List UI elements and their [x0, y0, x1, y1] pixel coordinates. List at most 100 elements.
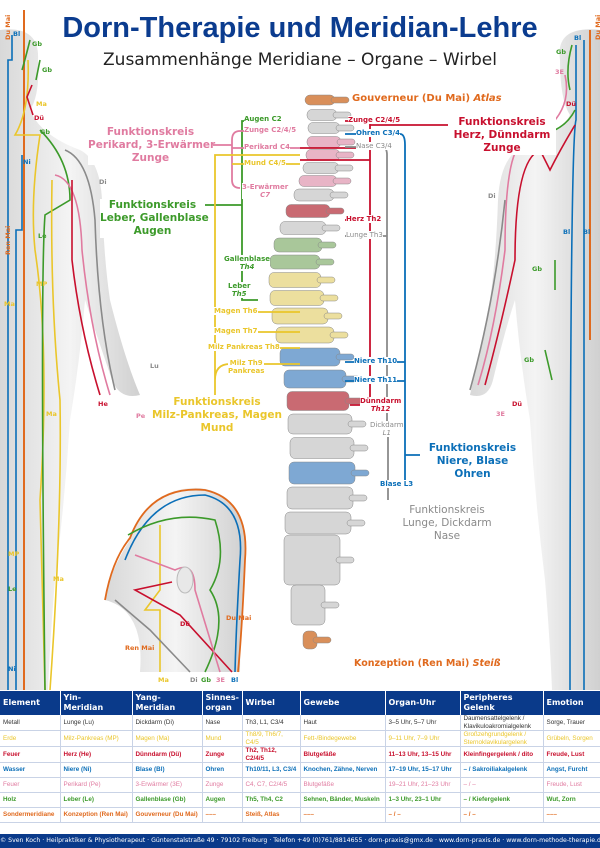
table-cell: 9–11 Uhr, 7–9 Uhr — [385, 730, 461, 747]
meridian-label-back: Gb — [524, 356, 534, 364]
label-dickdarm-vertebra: L1 — [382, 429, 391, 437]
table-cell: Blutgefäße — [300, 746, 386, 763]
meridian-label-front: Bl — [13, 30, 21, 38]
table-cell: Feuer — [0, 746, 61, 763]
table-cell: Feuer — [0, 777, 61, 793]
meridian-label-back: 3E — [555, 68, 564, 76]
label-milz-th9-text: Milz Th9 — [229, 359, 263, 367]
vertebra — [268, 272, 322, 288]
meridian-label-back: Di — [488, 192, 496, 200]
meridian-label-front: Ma — [36, 100, 47, 108]
label-gouverneur-text: Gouverneur (Du Mai) — [352, 93, 471, 104]
meridian-label-front: Ni — [8, 665, 16, 673]
label-gallenblase-vertebra: Th4 — [239, 263, 255, 271]
fk-heading: Funktionskreis — [409, 504, 485, 516]
table-cell: ––– — [300, 807, 386, 823]
fk-heading: Funktionskreis — [173, 396, 261, 408]
fk-organs: Herz, Dünndarm — [453, 129, 551, 141]
label-gouverneur: Gouverneur (Du Mai) Atlas — [352, 93, 502, 104]
vertebra — [288, 461, 356, 485]
label-leber-vertebra: Th5 — [231, 290, 247, 298]
column-header: Yin- Meridian — [60, 691, 133, 715]
label-augen: Augen C2 — [244, 115, 282, 123]
table-cell: Augen — [202, 792, 243, 808]
spinous-process — [347, 420, 367, 428]
table-cell: 11–13 Uhr, 13–15 Uhr — [385, 746, 461, 763]
table-cell: – / – — [460, 807, 544, 823]
table-cell: – / Sakroiliakalgelenk — [460, 762, 544, 778]
spinous-process — [335, 556, 355, 564]
label-blase: Blase L3 — [380, 480, 414, 488]
label-magen-th7: Magen Th7 — [214, 327, 258, 335]
meridian-label-back: Bl — [583, 228, 591, 236]
label-milz-th9-sub: Pankreas — [228, 367, 265, 375]
table-cell: 1–3 Uhr, 23–1 Uhr — [385, 792, 461, 808]
label-gouverneur-vertebra: Atlas — [473, 93, 502, 104]
table-cell: Erde — [0, 730, 61, 747]
table-cell: Zunge — [202, 777, 243, 793]
vertebra — [283, 369, 347, 389]
spinous-process — [316, 276, 336, 284]
table-cell: Lunge (Lu) — [60, 715, 133, 731]
column-header: Gewebe — [300, 691, 386, 715]
table-cell: Angst, Furcht — [543, 762, 600, 778]
column-header: Element — [0, 691, 61, 715]
meridian-label-front: Ma — [53, 575, 64, 583]
vertebra — [305, 149, 341, 161]
table-cell: Th2, Th12, C2/4/5 — [242, 746, 301, 763]
label-duenndarm-text: Dünndarm — [360, 397, 402, 405]
meridian-label-back: Du Mai — [594, 14, 600, 40]
vertebra — [306, 136, 342, 148]
table-cell: Th10/11, L3, C3/4 — [242, 762, 301, 778]
table-cell: Leber (Le) — [60, 792, 133, 808]
meridian-label-front: He — [98, 400, 108, 408]
label-konzeption-vertebra: Steiß — [472, 658, 501, 669]
meridian-label-front: Ni — [23, 158, 31, 166]
table-cell: Perikard (Pe) — [60, 777, 133, 793]
spinous-process — [332, 111, 352, 119]
vertebra — [271, 307, 329, 325]
fk-sense: Zunge — [483, 142, 521, 154]
meridian-label-front: Gb — [42, 66, 52, 74]
table-cell: Th5, Th4, C2 — [242, 792, 301, 808]
table-cell: Freude, Lust — [543, 746, 600, 763]
table-cell: – / – — [385, 807, 461, 823]
column-header: Yang- Meridian — [132, 691, 203, 715]
head-profile-figure — [104, 487, 247, 673]
fk-sense: Zunge — [131, 152, 170, 164]
label-herz: Herz Th2 — [346, 215, 382, 223]
meridian-label-head: Ma — [158, 676, 169, 684]
vertebra — [284, 511, 352, 535]
spinous-process — [349, 444, 369, 452]
label-ohren: Ohren C3/4 — [356, 129, 400, 137]
label-leber-text: Leber — [228, 282, 251, 290]
table-cell: Niere (Ni) — [60, 762, 133, 778]
spinous-process — [350, 469, 370, 477]
fk-organs: Milz-Pankreas, Magen — [152, 409, 282, 421]
spinous-process — [346, 519, 366, 527]
meridian-label-front: MP — [8, 550, 20, 558]
meridian-label-front: Gb — [32, 40, 42, 48]
meridian-label-front: Ma — [4, 300, 15, 308]
spinous-process — [312, 636, 332, 644]
meridian-label-front: Le — [38, 232, 47, 240]
meridian-label-back: Dü — [512, 400, 523, 408]
vertebra — [287, 413, 353, 435]
label-konzeption-text: Konzeption (Ren Mai) — [354, 658, 470, 669]
spinous-process — [320, 601, 340, 609]
meridian-label-back: Bl — [563, 228, 571, 236]
table-cell: Ohren — [202, 762, 243, 778]
fk-sense: Mund — [200, 422, 234, 434]
table-cell: Dickdarm (Di) — [132, 715, 203, 731]
meridian-label-front: Ma — [46, 410, 57, 418]
table-cell: Gouverneur (Du Mai) — [132, 807, 203, 823]
